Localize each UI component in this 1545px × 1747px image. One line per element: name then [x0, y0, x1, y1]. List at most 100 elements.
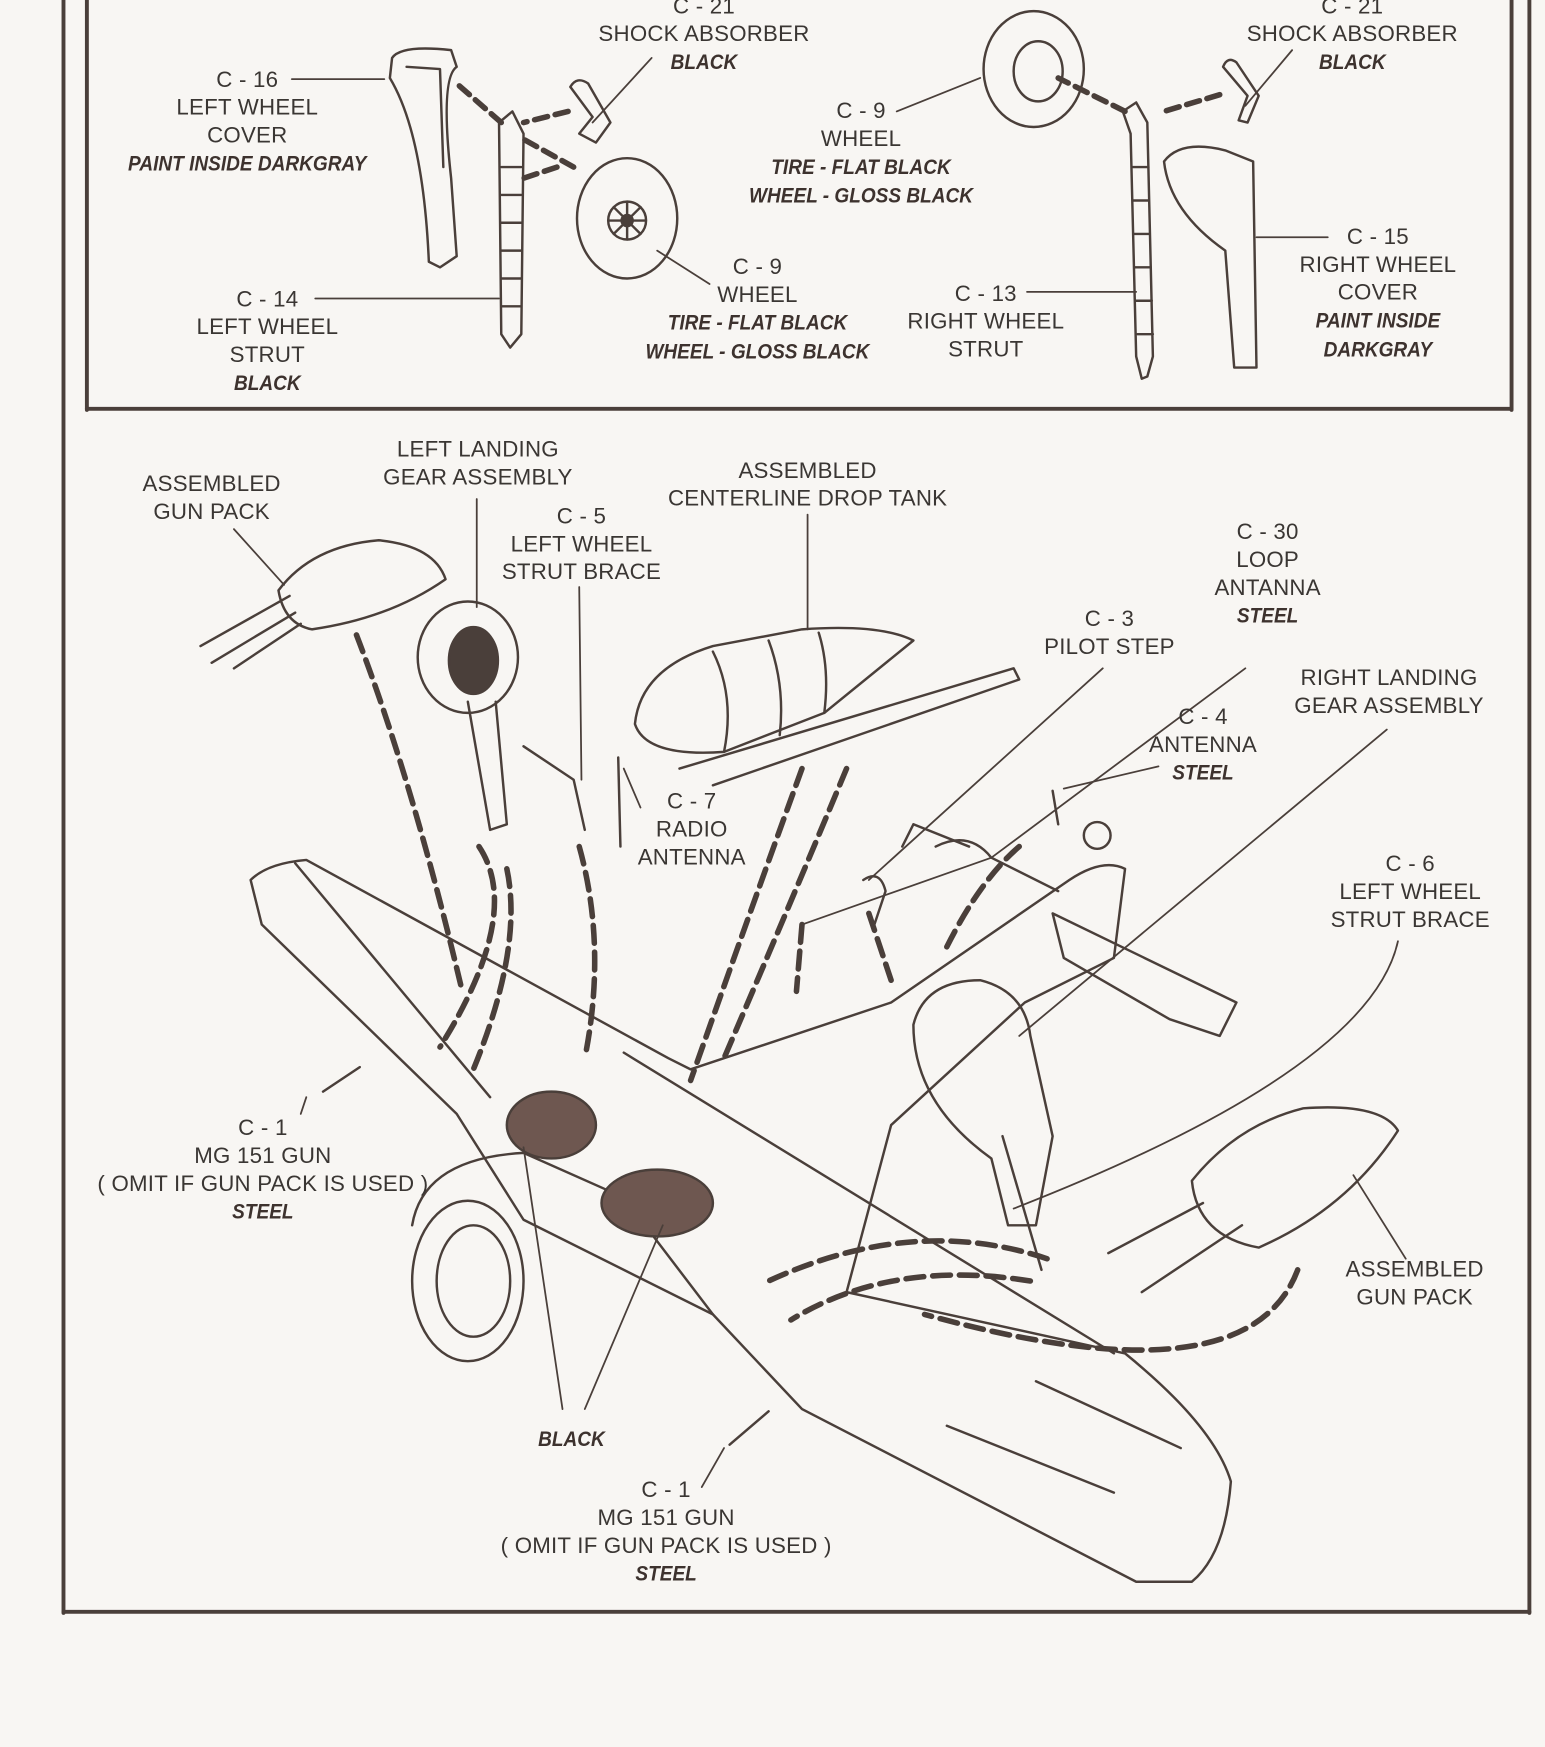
part-number: C - 13	[954, 281, 1017, 307]
paint-instruction: STEEL	[1172, 761, 1234, 786]
part-number: C - 21	[1321, 0, 1384, 19]
part-number: C - 1	[641, 1478, 691, 1503]
part-name: STRUT	[229, 343, 306, 368]
paint-instruction: PAINT INSIDE	[1315, 309, 1441, 334]
drop-tank	[633, 626, 1021, 787]
part-name: LEFT WHEEL	[196, 315, 339, 340]
left-shock-absorber-part	[569, 79, 612, 144]
part-name: COVER	[207, 123, 288, 149]
wheel-wells	[505, 1090, 715, 1238]
right-wheel-strut-part	[1121, 101, 1155, 380]
part-number: C - 3	[1084, 607, 1135, 632]
part-name: STRUT	[948, 337, 1024, 363]
part-number: C - 5	[556, 504, 607, 530]
paint-instruction: PAINT INSIDE DARKGRAY	[128, 152, 367, 176]
part-name: GEAR ASSEMBLY	[383, 465, 573, 491]
part-name: ANTENNA	[637, 845, 746, 870]
part-name: SHOCK ABSORBER	[598, 22, 810, 47]
part-name: GEAR ASSEMBLY	[1294, 693, 1484, 719]
small-parts	[321, 756, 1112, 1446]
part-name: RIGHT LANDING	[1300, 666, 1478, 691]
part-name: ( OMIT IF GUN PACK IS USED )	[97, 1171, 429, 1197]
part-number: C - 14	[236, 287, 299, 312]
left-wheel-part	[575, 156, 679, 280]
left-landing-gear-assembly	[416, 600, 587, 832]
airplane-body	[249, 823, 1238, 1583]
part-name: LEFT WHEEL	[510, 532, 653, 557]
part-name: GUN PACK	[153, 500, 270, 525]
part-number: C - 4	[1178, 705, 1228, 730]
paint-instruction: WHEEL - GLOSS BLACK	[749, 184, 974, 209]
part-name: STRUT BRACE	[1330, 907, 1490, 933]
part-name: WHEEL	[717, 282, 798, 308]
paint-instruction: TIRE - FLAT BLACK	[771, 155, 951, 180]
part-name: LEFT LANDING	[396, 437, 559, 463]
top-leader-lines	[290, 49, 1329, 300]
part-name: MG 151 GUN	[597, 1505, 735, 1531]
part-number: C - 16	[216, 67, 279, 93]
part-name: GUN PACK	[1356, 1285, 1473, 1310]
gun-pack-right	[1107, 1106, 1400, 1294]
right-landing-gear-assembly	[912, 979, 1054, 1272]
part-name: CENTERLINE DROP TANK	[667, 486, 948, 512]
part-number: C - 15	[1346, 225, 1409, 250]
part-name: RIGHT WHEEL	[1299, 252, 1457, 278]
top-dashed-arrows	[453, 75, 1223, 182]
part-number: C - 6	[1385, 852, 1435, 877]
paint-instruction: BLACK	[538, 1428, 605, 1452]
part-name: ANTENNA	[1149, 732, 1258, 758]
main-dashed-arrows	[353, 632, 1301, 1353]
right-shock-absorber-part	[1221, 58, 1260, 124]
part-name: RADIO	[655, 817, 728, 843]
part-number: C - 7	[667, 789, 717, 815]
paint-instruction: DARKGRAY	[1323, 338, 1433, 363]
part-name: ASSEMBLED	[1345, 1257, 1484, 1283]
part-name: COVER	[1337, 280, 1419, 306]
part-number: C - 30	[1236, 520, 1299, 545]
callout-detail-c-21: C - 21 SHOCK ABSORBER BLACK	[1247, 0, 1458, 78]
part-name: LEFT WHEEL	[176, 95, 319, 121]
left-wheel-cover-part	[388, 47, 458, 269]
gun-pack-left	[199, 539, 447, 670]
part-name: RIGHT WHEEL	[907, 309, 1065, 335]
callout-main-label: BLACK	[534, 1426, 608, 1455]
part-name: SHOCK ABSORBER	[1246, 22, 1458, 47]
callout-main-label: ASSEMBLED GUN PACK	[143, 471, 281, 527]
part-name: ASSEMBLED	[142, 472, 281, 497]
part-name: ANTANNA	[1214, 575, 1321, 601]
frame	[61, 0, 1532, 1615]
paint-instruction: STEEL	[1236, 604, 1299, 629]
right-wheel-part	[982, 9, 1086, 129]
paint-instruction: BLACK	[1318, 51, 1386, 75]
paint-instruction: TIRE - FLAT BLACK	[667, 311, 848, 336]
part-number: C - 1	[238, 1116, 288, 1141]
part-name: PILOT STEP	[1044, 634, 1175, 660]
paint-instruction: STEEL	[635, 1562, 697, 1587]
part-name: MG 151 GUN	[194, 1143, 332, 1169]
part-name: LEFT WHEEL	[1339, 879, 1482, 905]
part-name: WHEEL	[820, 126, 902, 152]
part-name: ( OMIT IF GUN PACK IS USED )	[500, 1533, 832, 1559]
paint-instruction: STEEL	[232, 1200, 294, 1225]
